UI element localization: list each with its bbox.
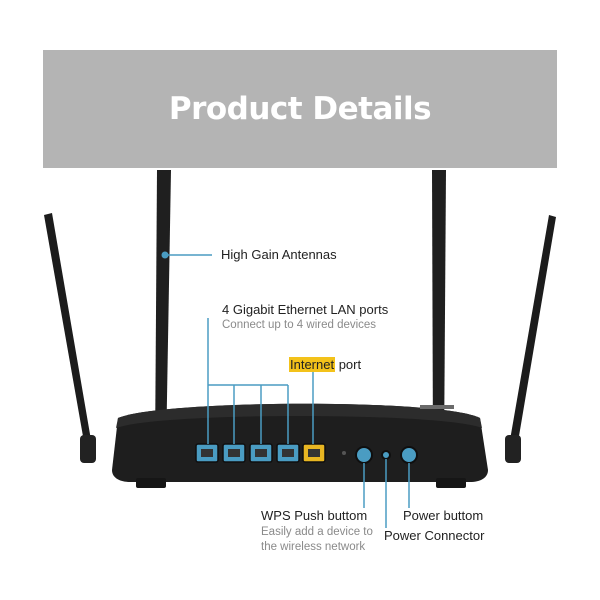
power-connector xyxy=(381,450,391,460)
internet-port-label: Internet port xyxy=(289,357,361,372)
antenna-right-outer xyxy=(505,215,556,463)
power-button xyxy=(400,446,418,464)
product-details-banner: Product Details xyxy=(43,50,557,168)
antenna-right-inner xyxy=(432,170,446,455)
antenna-left-inner xyxy=(155,170,171,455)
wps-label: WPS Push buttom xyxy=(261,508,368,523)
router-body xyxy=(112,403,488,488)
lan-ports-label: 4 Gigabit Ethernet LAN ports xyxy=(222,302,389,317)
lan-ports xyxy=(195,443,300,463)
wps-sub-1: Easily add a device to xyxy=(261,526,373,538)
antenna-callout-dot xyxy=(161,251,169,259)
power-button-label: Power buttom xyxy=(403,508,484,523)
callout-lines xyxy=(165,254,410,528)
internet-highlight: Internet xyxy=(289,357,336,372)
wps-button xyxy=(355,446,373,464)
wps-sub-2: the wireless network xyxy=(261,541,366,553)
banner-title: Product Details xyxy=(168,91,432,127)
reset-hole xyxy=(342,451,346,455)
internet-port xyxy=(302,443,326,463)
antenna-left-outer xyxy=(44,213,96,463)
lan-ports-sub: Connect up to 4 wired devices xyxy=(222,319,377,331)
power-connector-label: Power Connector xyxy=(384,528,485,543)
internet-rest: port xyxy=(335,357,362,372)
antennas-label: High Gain Antennas xyxy=(221,247,337,262)
